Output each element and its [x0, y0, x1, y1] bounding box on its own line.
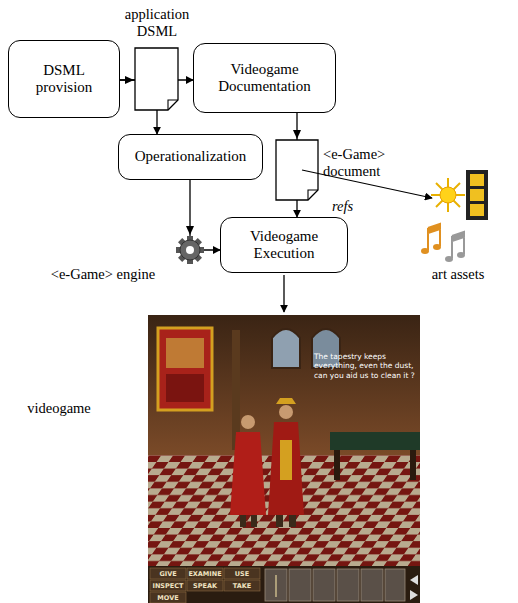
film-icon: [466, 170, 488, 220]
process-box: Operationalization: [118, 134, 263, 180]
sun-icon: [431, 178, 465, 212]
box-label: DSML provision: [15, 62, 113, 97]
annotation-label: <e-Game> engine: [48, 266, 158, 283]
game-screenshot: [148, 315, 420, 603]
gear-icon: [176, 236, 204, 264]
document-icon: [276, 130, 318, 200]
game-button-label: TAKE: [224, 581, 260, 591]
music-icon: [421, 224, 465, 262]
game-button-label: USE: [224, 569, 260, 579]
annotation-label: videogame: [14, 400, 104, 417]
process-box: Videogame Execution: [220, 217, 348, 273]
game-button-label: MOVE: [150, 593, 186, 603]
game-button-label: SPEAK: [187, 581, 223, 591]
game-button-label: EXAMINE: [187, 569, 223, 579]
box-label: Operationalization: [135, 148, 247, 165]
game-button-label: INSPECT: [150, 581, 186, 591]
box-label: Videogame Execution: [227, 228, 341, 263]
annotation-label: <e-Game> document: [323, 146, 405, 181]
game-dialogue: The tapestry keeps everything, even the …: [314, 352, 416, 380]
annotation-label: refs: [332, 198, 372, 215]
output-arrow: [283, 275, 284, 312]
process-box: Videogame Documentation: [193, 43, 336, 113]
box-label: Videogame Documentation: [200, 61, 329, 96]
document-icon: [125, 48, 178, 110]
game-button-label: GIVE: [150, 569, 186, 579]
annotation-label: application DSML: [112, 6, 202, 41]
annotation-label: art assets: [418, 266, 498, 283]
flow-arrow: [190, 180, 220, 250]
process-box: DSML provision: [8, 40, 120, 118]
